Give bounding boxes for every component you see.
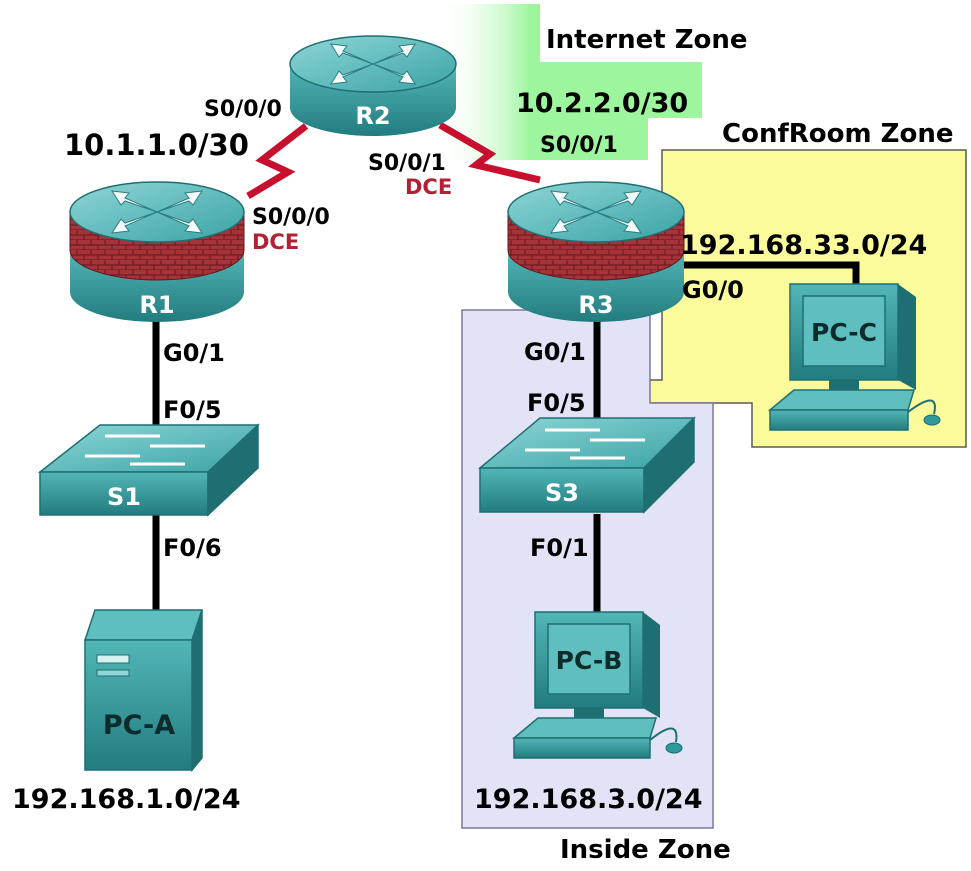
r1-label: R1 [139,291,174,319]
pcb-label: PC-B [556,646,623,675]
s1-label: S1 [107,483,141,511]
tower-pc-icon [83,609,204,773]
network-r1-r2-label: 10.1.1.0/30 [64,128,249,162]
internet-zone-label: Internet Zone [546,25,748,55]
firewall-router-icon [69,181,245,322]
network-lan-a-label: 192.168.1.0/24 [12,784,241,815]
router-r3[interactable]: R3 [507,181,685,322]
r1-g01-label: G0/1 [163,339,225,367]
r2-s000-label: S0/0/0 [204,97,282,122]
r2-s001-label: S0/0/1 [368,151,446,176]
r2-label: R2 [355,102,390,130]
s1-f05-label: F0/5 [163,396,222,424]
s3-f01-label: F0/1 [530,534,589,562]
r3-s001-label: S0/0/1 [540,133,618,158]
s3-label: S3 [545,479,579,507]
serial-link-r1-r2 [246,123,309,200]
pc-b[interactable]: PC-B [511,611,683,759]
router-r1[interactable]: R1 [69,181,245,322]
pc-a[interactable]: PC-A [83,609,204,773]
s1-f06-label: F0/6 [163,534,222,562]
pc-c[interactable]: PC-C [767,283,941,431]
switch-s1[interactable]: S1 [37,423,260,517]
desktop-pc-icon [767,283,941,431]
router-icon [289,35,457,136]
r1-s000-label: S0/0/0 [252,205,330,230]
router-r2[interactable]: R2 [289,35,457,136]
switch-s3[interactable]: S3 [477,416,696,514]
network-confroom-label: 192.168.33.0/24 [680,230,927,261]
r3-g01-label: G0/1 [524,338,586,366]
internet-zone [438,4,702,215]
s3-f05-label: F0/5 [527,389,586,417]
confroom-zone-label: ConfRoom Zone [722,119,954,149]
desktop-pc-icon [511,611,683,759]
serial-link-r2-r3 [438,121,541,184]
r1-dce-label: DCE [252,230,299,254]
pca-label: PC-A [103,710,175,741]
switch-icon [477,416,696,514]
firewall-router-icon [507,181,685,322]
ethernet-link-r3-pcc [680,261,860,284]
r2-dce-label: DCE [405,175,452,199]
pcc-label: PC-C [811,318,877,347]
r3-g00-label: G0/0 [682,276,744,304]
r3-label: R3 [578,291,613,319]
network-lan-b-label: 192.168.3.0/24 [474,784,703,815]
network-r2-r3-label: 10.2.2.0/30 [516,88,688,119]
switch-icon [37,423,260,517]
inside-zone-label: Inside Zone [560,835,731,865]
